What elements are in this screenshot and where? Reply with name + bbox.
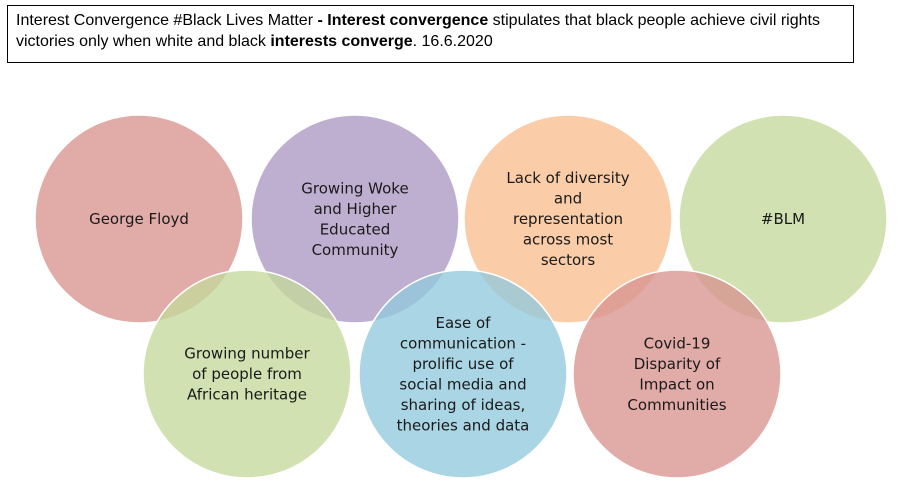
circle-label-growing-woke: Educated [320,220,391,238]
circle-label-george-floyd: George Floyd [89,210,189,228]
circle-lack-diversity: Lack of diversity and representation across… [463,114,673,324]
circle-shape-african-heritage [142,269,352,479]
circle-label-lack-diversity: and [554,190,582,208]
circle-label-lack-diversity: across most [523,231,613,249]
circle-label-lack-diversity: sectors [541,251,596,269]
header-topic: Interest Convergence #Black Lives Matter [16,12,318,29]
circle-ease-communication: Ease of communication - prolific use of soc… [358,269,568,479]
circle-shape-covid [572,269,782,479]
circle-label-ease-communication: communication - [400,334,526,352]
circle-shape-blm [678,114,888,324]
circle-label-ease-communication: social media and [399,375,526,393]
circle-label-growing-woke: Community [312,241,399,259]
circle-shape-growing-woke [250,114,460,324]
circle-label-ease-communication: sharing of ideas, [401,396,526,414]
header-definition: stipulates that black people achieve civ… [16,12,820,50]
circle-label-ease-communication: prolific use of [412,355,514,373]
header-emphasis: interests converge [270,33,413,50]
circle-label-african-heritage: African heritage [187,386,307,404]
header-term: - Interest convergence [317,12,489,29]
circle-label-covid: Covid-19 [644,334,711,352]
circle-label-blm: #BLM [761,210,805,228]
circle-label-african-heritage: Growing number [184,345,310,363]
circle-label-african-heritage: of people from [192,365,302,383]
circle-label-lack-diversity: Lack of diversity [506,169,629,187]
circle-label-covid: Impact on [639,375,714,393]
circle-label-ease-communication: Ease of [436,314,492,332]
circle-george-floyd: George Floyd [34,114,244,324]
header-date: . 16.6.2020 [412,33,493,50]
circle-shape-ease-communication [358,269,568,479]
circle-label-ease-communication: theories and data [397,416,530,434]
circle-shape-george-floyd [34,114,244,324]
circle-label-covid: Disparity of [634,355,721,373]
circle-label-covid: Communities [627,396,726,414]
circles-layer: George Floyd Growing Woke and HigherEducat… [34,114,888,479]
header-caption: Interest Convergence #Black Lives Matter… [7,5,854,63]
circle-label-growing-woke: Growing Woke [301,179,408,197]
circle-label-lack-diversity: representation [513,210,623,228]
circle-shape-lack-diversity [463,114,673,324]
circle-blm: #BLM [678,114,888,324]
circle-label-growing-woke: and Higher [314,200,398,218]
